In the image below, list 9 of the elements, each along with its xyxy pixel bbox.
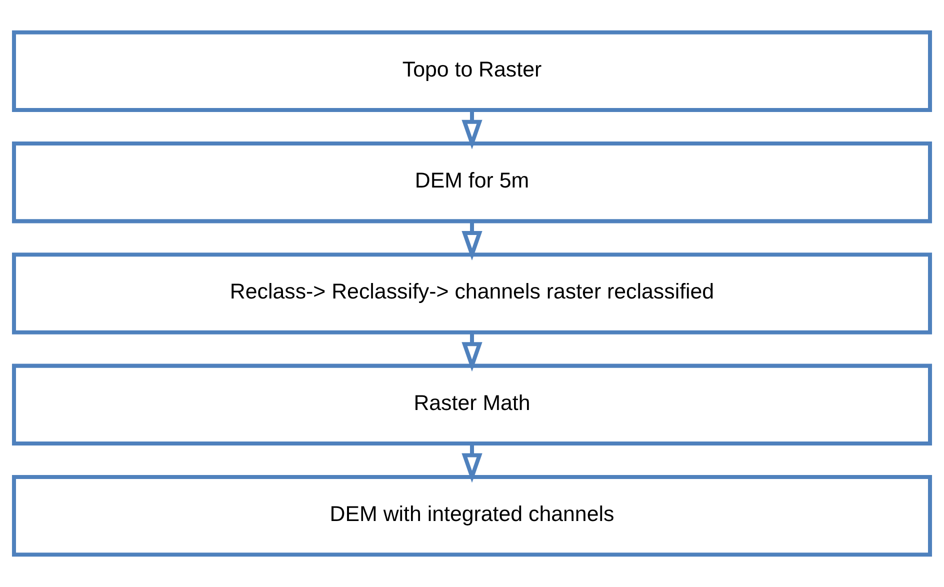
arrow [462,444,482,483]
node-box: Topo to Raster [12,30,932,112]
arrow [462,110,482,150]
node-box: Raster Math [12,364,932,446]
node-box: Reclass-> Reclassify-> channels raster reclassified [12,252,932,334]
node-box: DEM with integrated channels [12,474,932,557]
arrow [462,222,482,260]
node-box: DEM for 5m [12,142,932,224]
arrow [462,332,482,372]
